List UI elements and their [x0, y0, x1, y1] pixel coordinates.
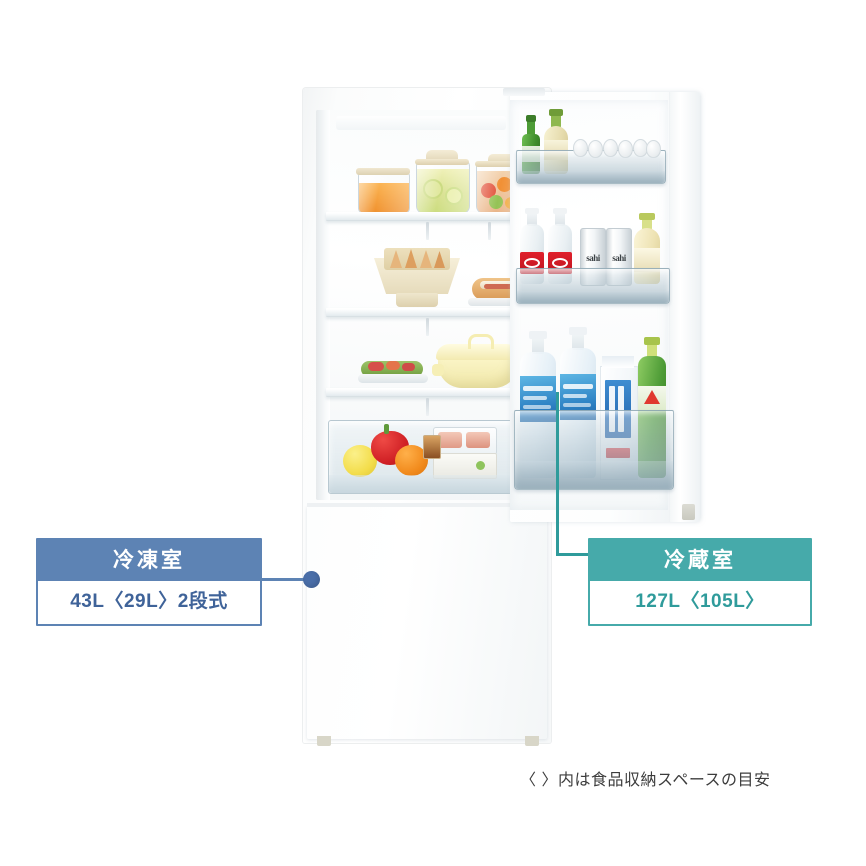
crisper-drawer[interactable]: [328, 420, 536, 494]
interior-ceiling-light: [336, 116, 506, 130]
refrigerator-illustration: sahi sahi: [303, 88, 703, 748]
cabinet-foot-right: [525, 736, 539, 746]
orange-preserve-container: [356, 168, 410, 214]
freezer-callout: 冷凍室 43L〈29L〉2段式: [36, 538, 262, 626]
shelf-rail-a: [426, 222, 429, 240]
interior-left-wall: [316, 110, 330, 500]
small-condiment-jar: [423, 435, 441, 459]
capacity-footnote: 〈 〉内は食品収納スペースの目安: [520, 772, 771, 789]
door-hinge-bottom: [682, 504, 695, 520]
packaged-meat-tray: [433, 427, 497, 455]
pickled-vegetable-jar: [415, 150, 470, 214]
freezer-callout-capacity: 43L〈29L〉2段式: [38, 581, 260, 622]
freezer-door-top-seam: [307, 503, 547, 507]
crisper-front-panel: [329, 475, 535, 493]
second-shelf: [326, 308, 534, 317]
egg: [618, 140, 633, 158]
shelf-rail-c: [426, 318, 429, 336]
bin-front-band: [515, 460, 673, 489]
freezer-door: [307, 506, 547, 739]
shelf-rail-b: [488, 222, 491, 240]
fridge-callout: 冷蔵室 127L〈105L〉: [588, 538, 812, 626]
egg: [646, 140, 661, 158]
shelf-rail-d: [426, 398, 429, 416]
bottom-door-bin-large-bottles[interactable]: [514, 410, 674, 490]
cabinet-foot-left: [317, 736, 331, 746]
third-shelf: [326, 388, 534, 397]
can-brand-text: sahi: [586, 252, 600, 263]
freezer-callout-title: 冷凍室: [38, 540, 260, 581]
fridge-callout-capacity: 127L〈105L〉: [590, 581, 810, 622]
egg: [588, 140, 603, 158]
top-door-bin-eggs[interactable]: [516, 139, 666, 184]
egg: [603, 139, 618, 157]
layered-cake-dish: [374, 248, 460, 310]
refrigerator-interior: [316, 110, 540, 500]
fridge-connector-vertical-line: [556, 392, 559, 556]
door-top-latch: [503, 88, 545, 96]
salad-plate: [358, 358, 428, 386]
middle-door-bin-drinks[interactable]: [516, 268, 670, 304]
bin-front-band: [517, 290, 669, 303]
freezer-connector-dot: [303, 571, 320, 588]
orange: [395, 445, 428, 476]
egg: [573, 139, 588, 157]
yellow-casserole-pot: [432, 334, 524, 390]
fridge-connector-horizontal-line: [556, 553, 590, 556]
refrigerator-door-open[interactable]: sahi sahi: [510, 92, 700, 522]
door-outer-edge: [669, 92, 700, 522]
fridge-callout-title: 冷蔵室: [590, 540, 810, 581]
top-shelf: [326, 212, 534, 221]
bin-front-band: [517, 171, 665, 183]
freezer-connector-line: [258, 578, 308, 581]
can-brand-text: sahi: [612, 252, 626, 263]
